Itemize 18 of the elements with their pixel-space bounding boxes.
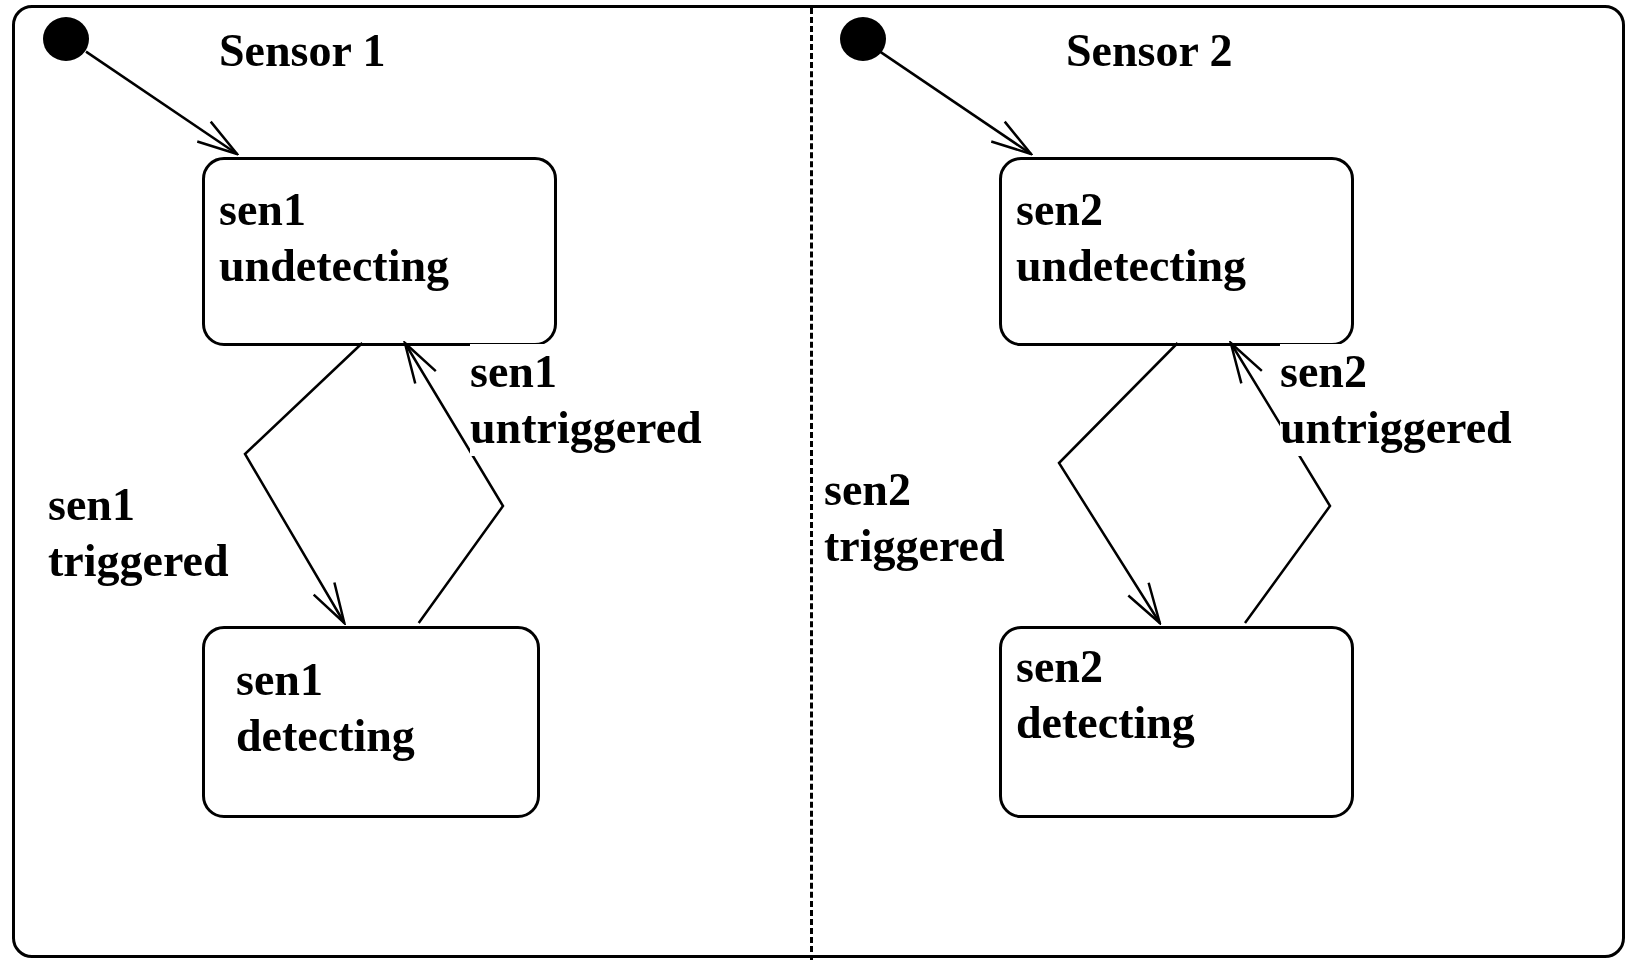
region-title: Sensor 2 [1066, 24, 1233, 78]
edge-label: sen1 untriggered [470, 344, 702, 456]
transition-arrow [1229, 341, 1332, 624]
state-box [999, 626, 1354, 818]
state-box [202, 626, 540, 818]
state-name: sen1 detecting [236, 653, 415, 763]
state-name: sen2 detecting [1016, 640, 1195, 750]
state-name: sen2 undetecting [1016, 183, 1246, 293]
transition-arrow [1057, 342, 1179, 625]
transition-arrow [403, 341, 505, 624]
state-name: sen1 undetecting [219, 183, 449, 293]
edge-label: sen2 untriggered [1280, 344, 1512, 456]
transition-arrow [85, 50, 239, 156]
initial-state-dot [840, 17, 886, 61]
transition-arrow [879, 50, 1033, 156]
region-title: Sensor 1 [219, 24, 386, 78]
transition-arrow [243, 342, 364, 625]
initial-state-dot [43, 17, 89, 61]
